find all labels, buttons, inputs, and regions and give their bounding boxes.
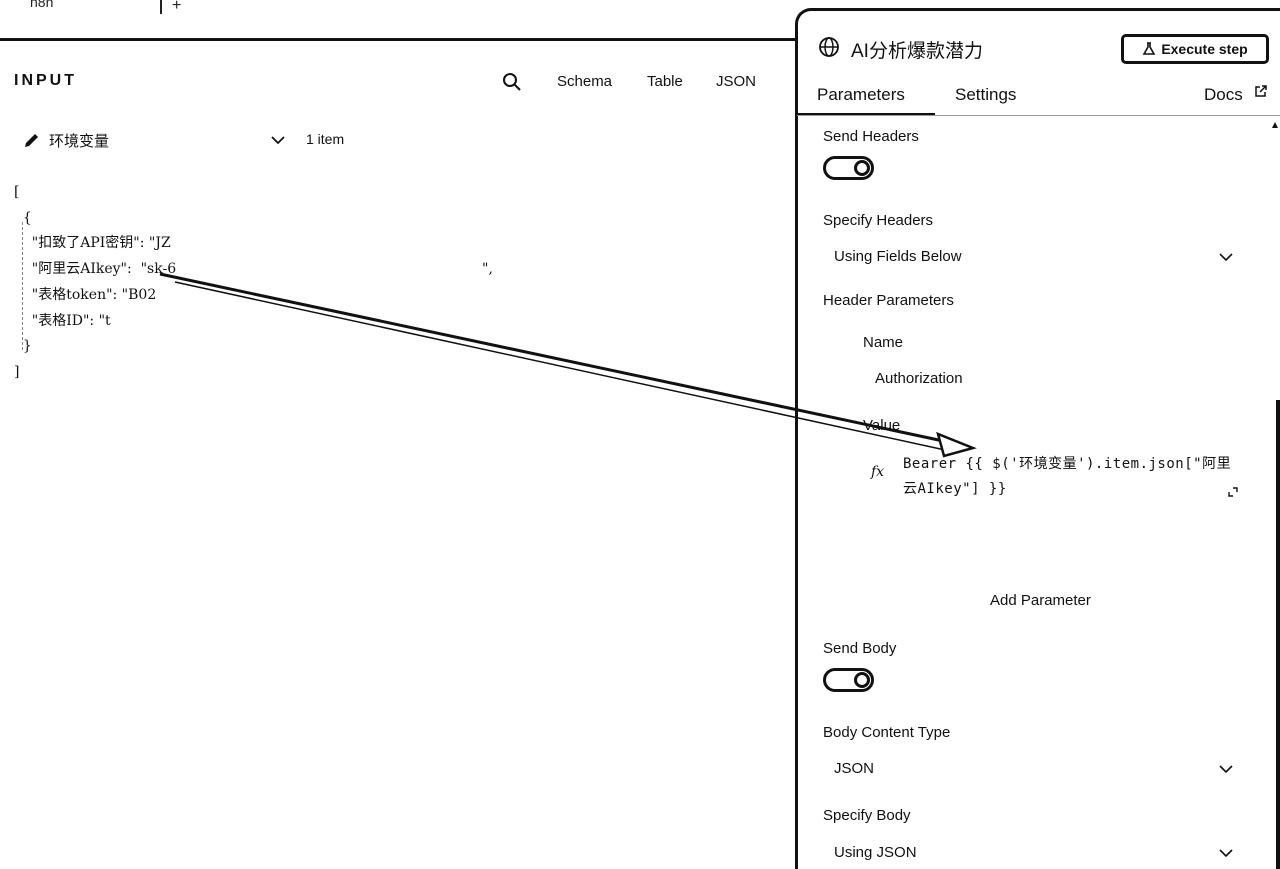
specify-headers-select[interactable]: Using Fields Below bbox=[834, 248, 962, 265]
item-count: 1 item bbox=[306, 131, 345, 147]
search-icon[interactable] bbox=[502, 72, 522, 92]
view-tab-schema[interactable]: Schema bbox=[557, 73, 613, 90]
specify-body-select[interactable]: Using JSON bbox=[834, 844, 917, 861]
execute-step-label: Execute step bbox=[1161, 41, 1248, 57]
header-value-expression[interactable]: Bearer {{ $('环境变量').item.json["阿里云AIkey"… bbox=[903, 456, 1232, 497]
flask-icon bbox=[1142, 42, 1156, 55]
tab-parameters[interactable]: Parameters bbox=[817, 85, 905, 104]
add-tab-button[interactable]: + bbox=[172, 0, 182, 14]
json-line: "表格ID": "t bbox=[14, 313, 111, 329]
scrollbar[interactable] bbox=[1276, 400, 1280, 869]
pencil-icon bbox=[25, 134, 38, 147]
external-link-icon[interactable] bbox=[1254, 84, 1268, 98]
view-tab-json[interactable]: JSON bbox=[716, 73, 757, 90]
chevron-down-icon[interactable] bbox=[1219, 764, 1233, 774]
json-line: "阿里云AIkey": "sk-6 bbox=[14, 261, 177, 277]
chevron-down-icon[interactable] bbox=[1219, 252, 1233, 262]
json-line: ] bbox=[14, 364, 20, 380]
json-trailing-comma: ", bbox=[482, 261, 493, 277]
body-content-type-label: Body Content Type bbox=[823, 724, 951, 741]
json-line: { bbox=[14, 210, 32, 226]
docs-link[interactable]: Docs bbox=[1204, 85, 1243, 104]
json-indent-guide bbox=[22, 222, 23, 350]
send-headers-label: Send Headers bbox=[823, 128, 919, 145]
chevron-down-icon[interactable] bbox=[1219, 848, 1233, 858]
top-rule bbox=[0, 38, 800, 41]
tab-divider bbox=[160, 0, 162, 14]
scroll-up-icon[interactable] bbox=[1271, 121, 1279, 129]
add-parameter-button[interactable]: Add Parameter bbox=[990, 592, 1091, 609]
specify-body-label: Specify Body bbox=[823, 807, 911, 824]
chevron-down-icon[interactable] bbox=[270, 133, 286, 147]
json-line: "表格token": "B02 bbox=[14, 287, 157, 303]
json-line: } bbox=[14, 338, 32, 354]
active-tab-indicator bbox=[797, 113, 935, 116]
tab-settings[interactable]: Settings bbox=[955, 85, 1017, 104]
header-value-label: Value bbox=[863, 417, 901, 434]
specify-headers-label: Specify Headers bbox=[823, 212, 934, 229]
node-title[interactable]: AI分析爆款潜力 bbox=[851, 41, 983, 62]
workflow-tab-label[interactable]: n8n bbox=[30, 0, 54, 10]
header-name-label: Name bbox=[863, 334, 904, 351]
json-line: [ bbox=[14, 184, 20, 200]
globe-icon bbox=[819, 37, 839, 57]
header-parameters-label: Header Parameters bbox=[823, 292, 954, 309]
header-name-field[interactable]: Authorization bbox=[875, 370, 963, 387]
send-body-label: Send Body bbox=[823, 640, 897, 657]
view-tab-table[interactable]: Table bbox=[647, 73, 683, 90]
send-body-toggle[interactable] bbox=[823, 668, 874, 692]
top-bar: n8n + bbox=[0, 0, 1280, 41]
tabs-divider bbox=[797, 115, 1280, 116]
send-headers-toggle[interactable] bbox=[823, 156, 874, 180]
toggle-knob bbox=[854, 672, 870, 688]
execute-step-button[interactable]: Execute step bbox=[1121, 34, 1269, 64]
expression-icon: fx bbox=[871, 464, 885, 480]
body-content-type-select[interactable]: JSON bbox=[834, 760, 875, 777]
toggle-knob bbox=[854, 160, 870, 176]
input-panel-title: INPUT bbox=[14, 72, 77, 89]
expand-icon[interactable] bbox=[1227, 486, 1239, 498]
json-line: "扣致了API密钥": "JZ bbox=[14, 235, 171, 251]
input-node-selector[interactable]: 环境变量 bbox=[49, 133, 110, 150]
